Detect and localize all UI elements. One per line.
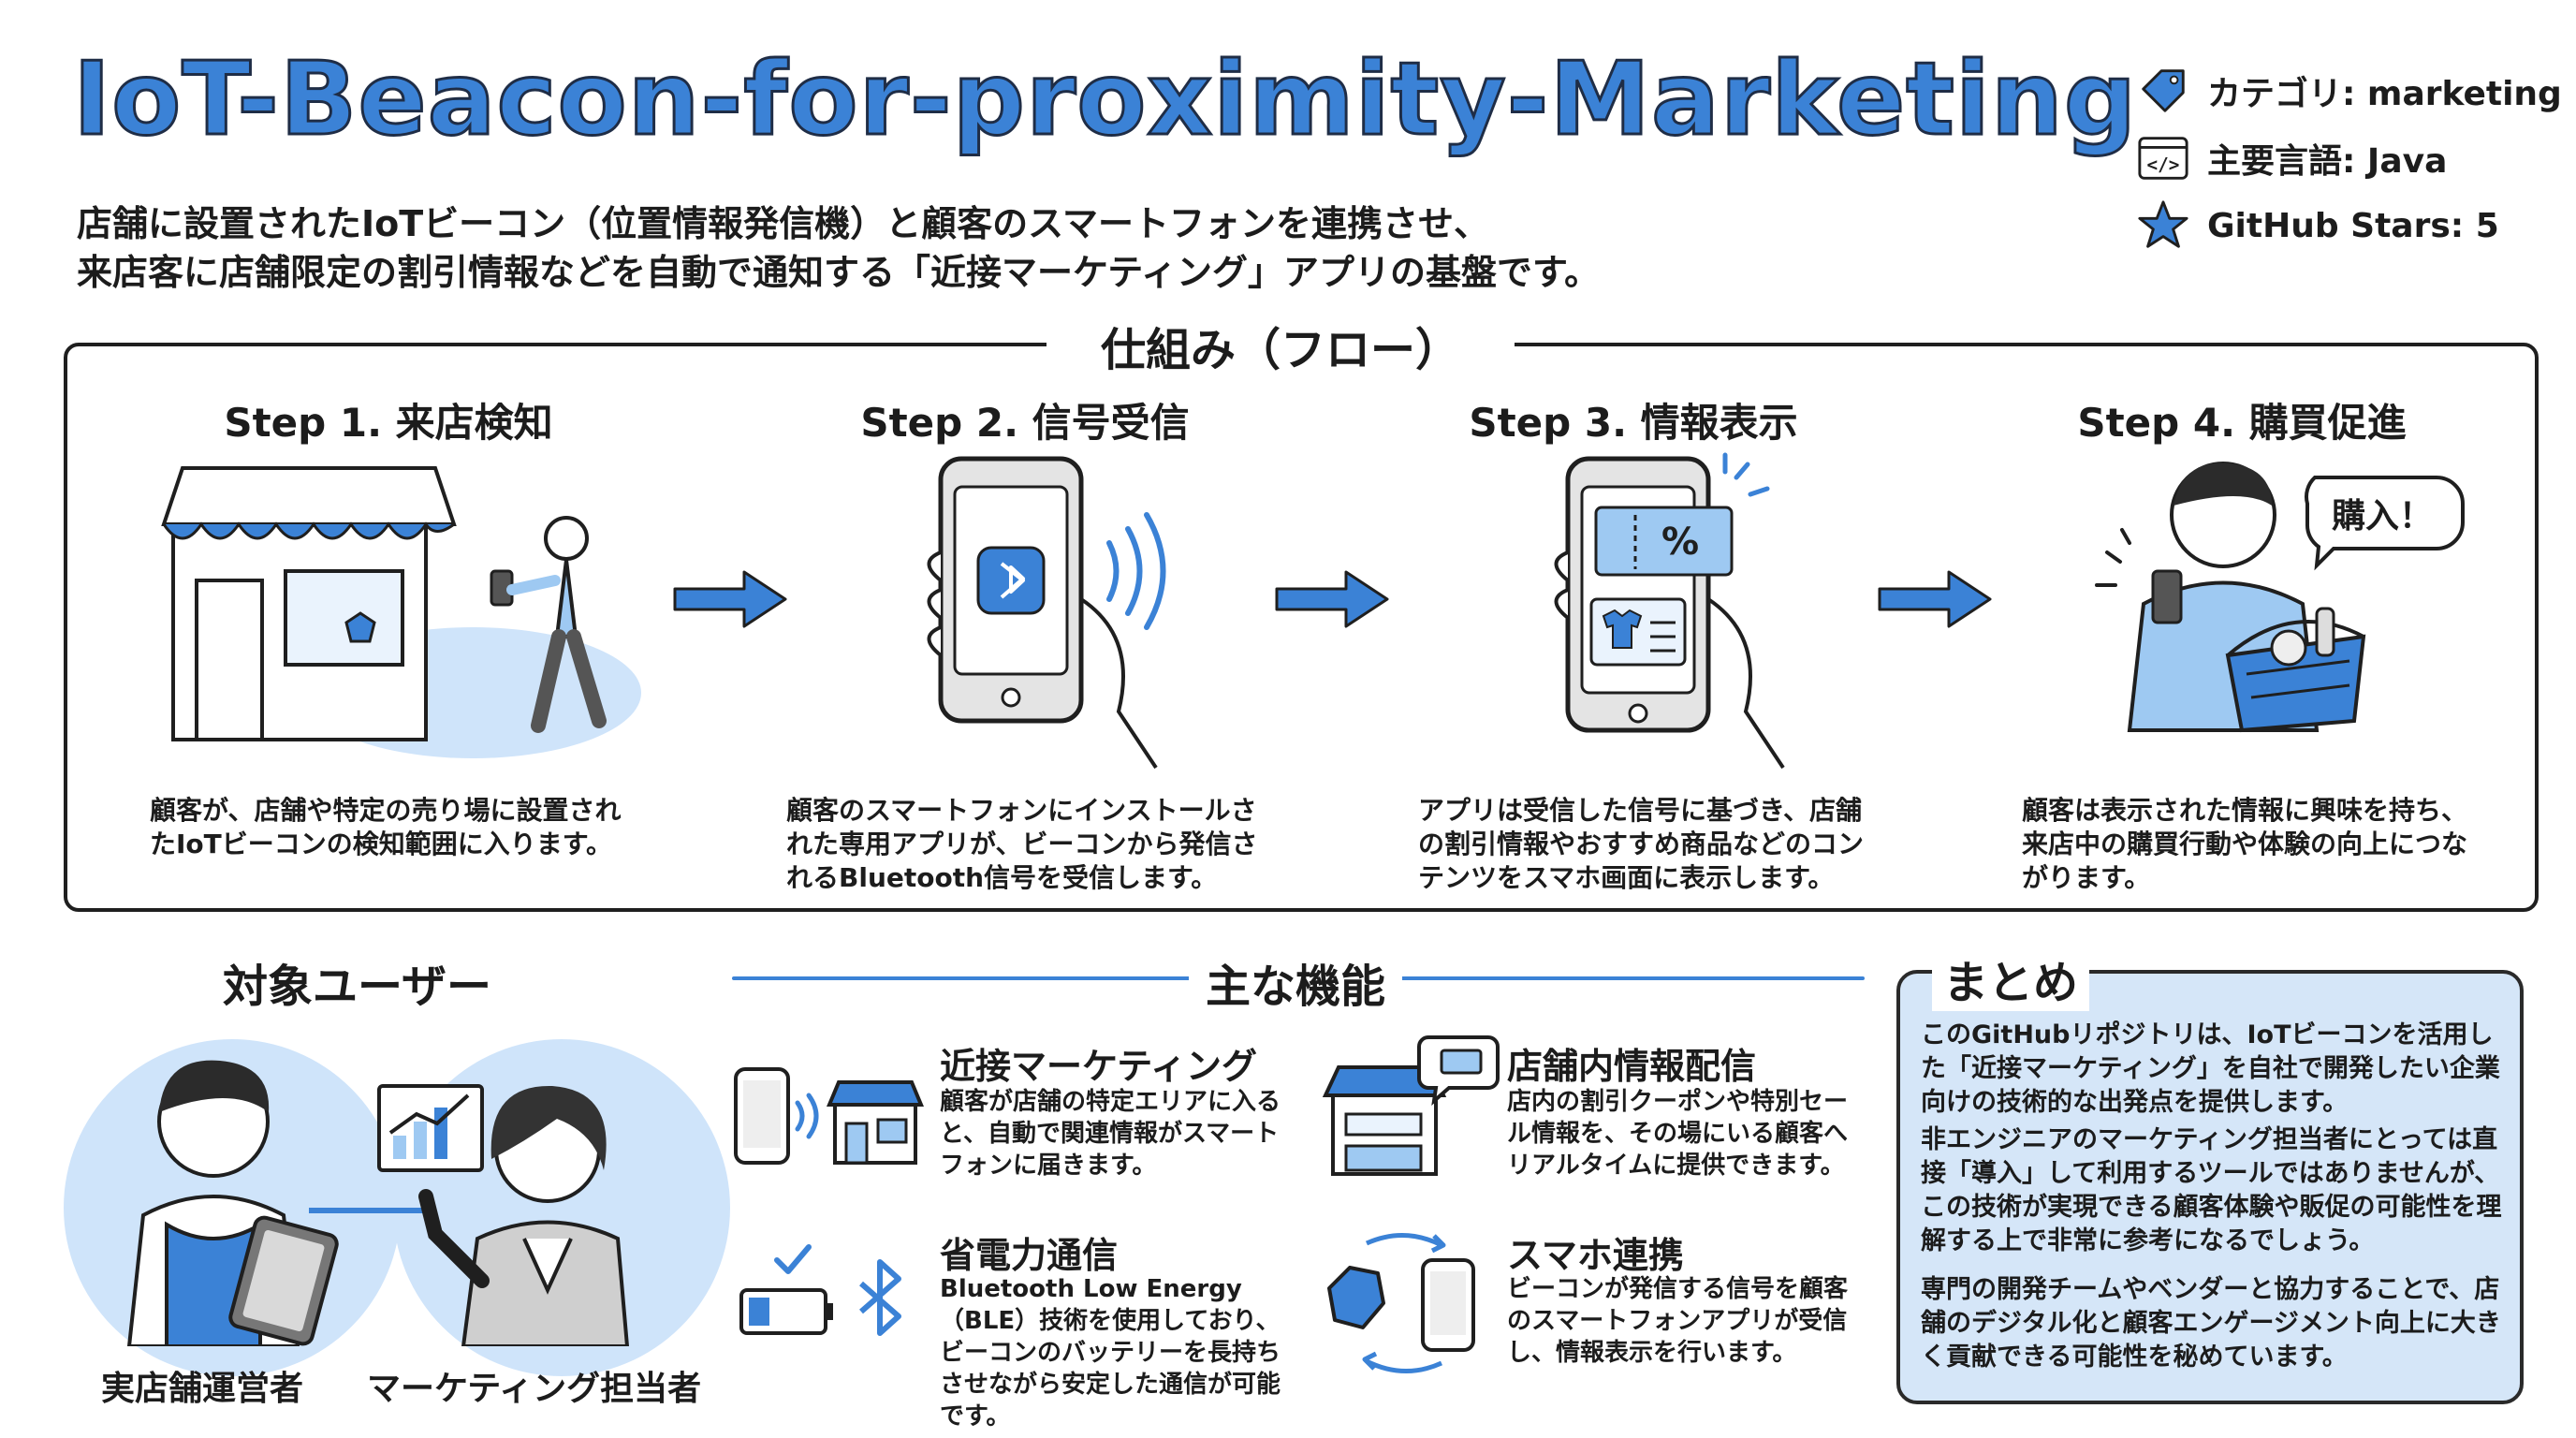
step-4-title: Step 4. 購買促進 — [2077, 400, 2407, 446]
flow-title: 仕組み（フロー） — [1046, 313, 1515, 378]
store-customer-illustration — [161, 466, 641, 758]
summary-paragraph-1: このGitHubリポジトリは、IoTビーコンを活用した「近接マーケティング」を自… — [1921, 1020, 2500, 1117]
store-coupon-icon — [1322, 1035, 1500, 1176]
feature-2-desc: 店内の割引クーポンや特別セール情報を、その場にいる顧客へリアルタイムに提供できま… — [1507, 1088, 1849, 1180]
shopper-basket-illustration — [2095, 462, 2465, 733]
features-title: 主な機能 — [1189, 949, 1403, 1015]
description-line-1: 店舗に設置されたIoTビーコン（位置情報発信機）と顧客のスマートフォンを連携させ… — [77, 203, 1490, 244]
description-line-2: 来店客に店舗限定の割引情報などを自動で通知する「近接マーケティング」アプリの基盤… — [77, 252, 1601, 293]
marketer-illustration — [377, 1084, 630, 1346]
step-2-desc: 顧客のスマートフォンにインストールされた専用アプリが、ビーコンから発信されるBl… — [786, 795, 1258, 893]
meta-stars-text: GitHub Stars: 5 — [2207, 206, 2499, 245]
phone-coupon-illustration: % — [1554, 452, 1785, 770]
meta-category-text: カテゴリ: marketing — [2207, 75, 2562, 113]
meta-stars: GitHub Stars: 5 — [2136, 198, 2499, 253]
arrow-right-icon — [673, 570, 787, 628]
feature-3-title: 省電力通信 — [940, 1235, 1119, 1276]
feature-1-title: 近接マーケティング — [940, 1046, 1257, 1087]
feature-3-desc: Bluetooth Low Energy（BLE）技術を使用しており、ビーコンの… — [940, 1275, 1281, 1431]
user-label-store: 実店舗運営者 — [101, 1370, 304, 1408]
step-4-desc: 顧客は表示された情報に興味を持ち、来店中の購買行動や体験の向上につながります。 — [2022, 795, 2468, 893]
arrow-right-icon — [1878, 570, 1992, 628]
summary-panel — [1896, 970, 2524, 1404]
feature-4-title: スマホ連携 — [1507, 1235, 1684, 1276]
page-title: IoT-Beacon-for-proximity-Marketing — [71, 40, 2138, 160]
step-1-desc: 顧客が、店舗や特定の売り場に設置されたIoTビーコンの検知範囲に入ります。 — [150, 795, 622, 859]
meta-language-text: 主要言語: Java — [2207, 142, 2448, 181]
beacon-phone-sync-icon — [1327, 1233, 1475, 1373]
step-1-title: Step 1. 来店検知 — [224, 400, 553, 446]
feature-1-desc: 顧客が店舗の特定エリアに入ると、自動で関連情報がスマートフォンに届きます。 — [940, 1088, 1281, 1180]
speech-bubble-text: 購入！ — [2331, 497, 2433, 536]
step-3-title: Step 3. 情報表示 — [1469, 400, 1798, 446]
phone-store-icon — [734, 1067, 924, 1165]
arrow-right-icon — [1275, 570, 1389, 628]
user-connector — [309, 1208, 431, 1213]
user-label-marketing: マーケティング担当者 — [367, 1370, 702, 1408]
summary-title: まとめ — [1932, 946, 2090, 1011]
feature-2-title: 店舗内情報配信 — [1507, 1046, 1757, 1087]
users-title: 対象ユーザー — [223, 949, 492, 1015]
step-2-title: Step 2. 信号受信 — [860, 400, 1190, 446]
star-icon — [2138, 200, 2188, 248]
svg-text:%: % — [1661, 521, 1699, 564]
tag-icon — [2142, 69, 2185, 112]
store-operator-illustration — [126, 1060, 339, 1346]
summary-paragraph-2: 非エンジニアのマーケティング担当者にとっては直接「導入」して利用するツールではあ… — [1921, 1125, 2502, 1255]
meta-language: </> 主要言語: Java — [2136, 131, 2447, 185]
summary-paragraph-3: 専門の開発チームやベンダーと協力することで、店舗のデジタル化と顧客エンゲージメン… — [1921, 1275, 2501, 1372]
meta-category: カテゴリ: marketing — [2136, 64, 2562, 118]
battery-bluetooth-icon — [739, 1244, 901, 1336]
feature-4-desc: ビーコンが発信する信号を顧客のスマートフォンアプリが受信し、情報表示を行います。 — [1507, 1275, 1849, 1367]
step-3-desc: アプリは受信した信号に基づき、店舗の割引情報やおすすめ商品などのコンテンツをスマ… — [1418, 795, 1865, 893]
code-window-icon: </> — [2138, 137, 2188, 180]
svg-text:</>: </> — [2147, 154, 2180, 176]
phone-bluetooth-illustration — [927, 456, 1166, 770]
